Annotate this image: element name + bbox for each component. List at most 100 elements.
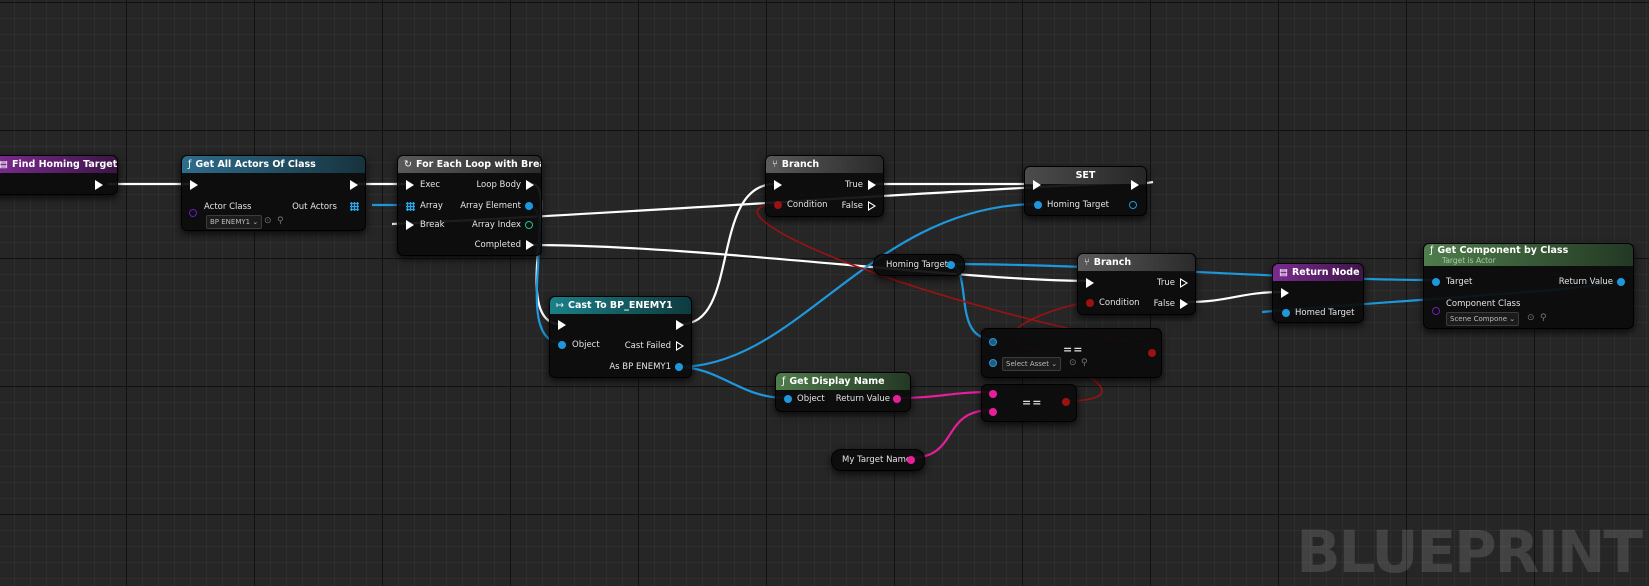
a-object-pin[interactable] (989, 338, 997, 346)
find-homing-target-node[interactable]: ▤Find Homing Target (0, 155, 118, 195)
condition-pin[interactable] (774, 201, 782, 209)
object-pin[interactable] (784, 395, 792, 403)
equal-string-node[interactable]: == (981, 384, 1077, 422)
array-pin[interactable] (406, 202, 415, 211)
array-index-label: Array Index (472, 220, 521, 230)
component-class-pin[interactable] (1432, 307, 1440, 315)
exec-out-pin[interactable] (350, 180, 358, 190)
chevron-down-icon: ⌄ (252, 218, 259, 226)
b-object-pin[interactable] (989, 359, 997, 367)
use-selected-icon[interactable]: ⊙ (1069, 358, 1077, 368)
actor-class-label: Actor Class (204, 202, 252, 212)
browse-icon[interactable]: ⚲ (277, 216, 284, 226)
exec-in-pin[interactable] (558, 320, 566, 330)
target-pin[interactable] (1432, 278, 1440, 286)
array-element-pin[interactable] (525, 202, 533, 210)
branch-node-2[interactable]: ⑂Branch Condition True False (1077, 253, 1196, 315)
function-icon: ƒ (1430, 245, 1434, 256)
b-string-pin[interactable] (989, 408, 997, 416)
return-node[interactable]: ▤Return Node Homed Target (1272, 263, 1364, 323)
set-homing-target-node[interactable]: SET Homing Target (1024, 166, 1147, 216)
array-index-pin[interactable] (525, 221, 533, 229)
exec-in-pin[interactable] (406, 180, 414, 190)
as-enemy-pin[interactable] (675, 363, 683, 371)
for-each-loop-with-break-node[interactable]: ↻For Each Loop with Break Exec Array Bre… (397, 155, 542, 256)
completed-label: Completed (474, 240, 521, 250)
wire-string (909, 408, 993, 460)
true-label: True (1156, 278, 1175, 288)
false-label: False (1153, 299, 1175, 309)
use-selected-icon[interactable]: ⊙ (1527, 313, 1535, 323)
true-pin[interactable] (868, 180, 876, 190)
node-title: SET (1075, 170, 1096, 181)
homing-target-out-pin[interactable] (947, 261, 955, 269)
use-selected-icon[interactable]: ⊙ (264, 216, 272, 226)
function-return-icon: ▤ (1279, 267, 1288, 278)
exec-in-pin[interactable] (1281, 288, 1289, 298)
cast-failed-label: Cast Failed (624, 341, 671, 351)
completed-pin[interactable] (526, 240, 534, 250)
wire-exec (531, 243, 1091, 283)
as-enemy-label: As BP ENEMY1 (609, 362, 671, 372)
actor-class-value: BP ENEMY1 (210, 218, 251, 226)
cast-to-bp-enemy1-node[interactable]: ↦Cast To BP_ENEMY1 Object Cast Failed As… (549, 296, 692, 378)
homing-target-label: Homing Target (886, 260, 949, 270)
exec-out-pin[interactable] (1131, 180, 1139, 190)
node-header[interactable]: ↻For Each Loop with Break (398, 156, 541, 173)
node-header[interactable]: ↦Cast To BP_ENEMY1 (550, 297, 691, 314)
loop-body-pin[interactable] (526, 180, 534, 190)
node-header[interactable]: ▤Return Node (1273, 264, 1363, 281)
node-header[interactable]: ▤Find Homing Target (0, 156, 117, 173)
false-pin[interactable] (1180, 299, 1188, 309)
a-string-pin[interactable] (989, 390, 997, 398)
object-label: Object (797, 394, 825, 404)
node-header[interactable]: ⑂Branch (1078, 254, 1195, 271)
equal-object-node[interactable]: Select Asset ⌄ ⊙ ⚲ == (981, 328, 1162, 378)
exec-in-pin[interactable] (1086, 278, 1094, 288)
node-title: Cast To BP_ENEMY1 (567, 300, 673, 311)
condition-pin[interactable] (1086, 299, 1094, 307)
target-label: Target (1446, 277, 1473, 287)
actor-class-dropdown[interactable]: BP ENEMY1 ⌄ (206, 215, 263, 229)
actor-class-pin[interactable] (189, 209, 197, 217)
result-bool-pin[interactable] (1062, 398, 1070, 406)
branch-node-1[interactable]: ⑂Branch Condition True False (765, 155, 884, 217)
result-bool-pin[interactable] (1148, 349, 1156, 357)
exec-out-pin[interactable] (95, 180, 103, 190)
wire-exec (1186, 290, 1283, 304)
select-asset-dropdown[interactable]: Select Asset ⌄ (1002, 357, 1062, 371)
my-target-name-variable-node[interactable]: My Target Name (831, 449, 925, 471)
exec-label: Exec (420, 180, 441, 190)
exec-in-pin[interactable] (774, 180, 782, 190)
exec-out-pin[interactable] (676, 320, 684, 330)
node-header[interactable]: SET (1025, 167, 1146, 184)
false-pin[interactable] (868, 201, 876, 211)
break-pin[interactable] (406, 220, 414, 230)
homing-target-variable-node[interactable]: Homing Target (873, 254, 965, 276)
browse-icon[interactable]: ⚲ (1540, 313, 1547, 323)
object-label: Object (572, 340, 600, 350)
out-actors-array-pin[interactable] (350, 202, 359, 211)
homed-target-pin[interactable] (1282, 309, 1290, 317)
component-class-dropdown[interactable]: Scene Compone ⌄ (1446, 312, 1520, 326)
return-value-pin[interactable] (893, 395, 901, 403)
true-pin[interactable] (1180, 278, 1188, 288)
exec-in-pin[interactable] (1033, 180, 1041, 190)
return-value-pin[interactable] (1617, 278, 1625, 286)
browse-icon[interactable]: ⚲ (1081, 358, 1088, 368)
my-target-name-out-pin[interactable] (907, 456, 915, 464)
cast-failed-pin[interactable] (676, 341, 684, 351)
homing-target-in-pin[interactable] (1034, 201, 1042, 209)
node-title: Find Homing Target (11, 159, 117, 170)
exec-in-pin[interactable] (190, 180, 198, 190)
node-header[interactable]: ⑂Branch (766, 156, 883, 173)
homing-target-out-pin[interactable] (1129, 201, 1137, 209)
my-target-name-label: My Target Name (842, 455, 912, 465)
object-pin[interactable] (558, 341, 566, 349)
